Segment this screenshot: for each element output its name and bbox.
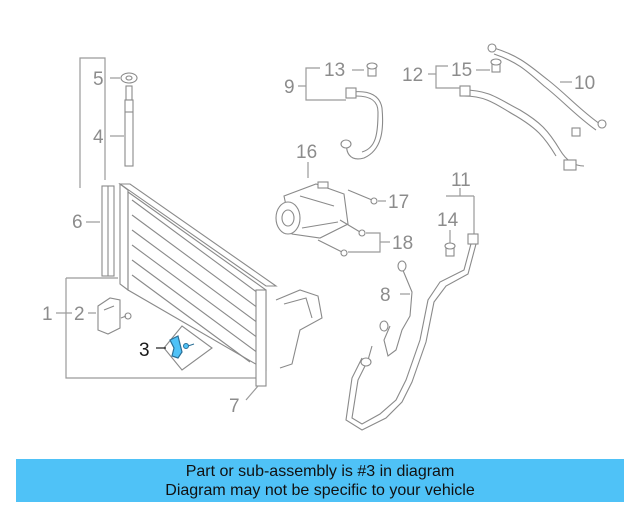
assembly-box-outline: [65, 277, 258, 379]
part-4-drier[interactable]: [124, 85, 134, 167]
callout-4[interactable]: 4: [93, 127, 104, 148]
part-3-fitting[interactable]: [169, 335, 183, 359]
callout-10[interactable]: 10: [574, 73, 595, 94]
condenser-core[interactable]: [118, 182, 323, 387]
part-3-highlighted[interactable]: [163, 325, 213, 371]
part-14-valve[interactable]: [444, 242, 456, 257]
callout-2[interactable]: 2: [74, 304, 85, 325]
part-13-valve[interactable]: [366, 62, 378, 77]
part-6-side-bracket[interactable]: [101, 185, 115, 277]
callout-9[interactable]: 9: [284, 77, 295, 98]
part-9-hose[interactable]: [340, 87, 384, 160]
drier-bracket-outline: [79, 57, 106, 188]
callout-15[interactable]: 15: [451, 60, 472, 81]
callout-16[interactable]: 16: [296, 142, 317, 163]
callout-14[interactable]: 14: [437, 210, 459, 231]
part-18-bolts[interactable]: [317, 219, 366, 257]
callout-11[interactable]: 11: [451, 170, 471, 191]
callout-13[interactable]: 13: [324, 60, 345, 81]
part-2-bracket[interactable]: [97, 297, 132, 335]
parts-diagram: 1 2 3 4 5 6 7 8 9 10 11 12 13 14 15 16 1…: [42, 43, 607, 431]
part-17-bolt[interactable]: [347, 189, 378, 205]
callout-3[interactable]: 3: [139, 340, 150, 361]
callout-6[interactable]: 6: [72, 212, 83, 233]
banner-line-2: Diagram may not be specific to your vehi…: [165, 481, 475, 499]
part-15-valve[interactable]: [490, 58, 502, 73]
banner-line-1: Part or sub-assembly is #3 in diagram: [185, 462, 455, 480]
callout-17[interactable]: 17: [388, 192, 409, 213]
callout-1[interactable]: 1: [42, 304, 53, 325]
callout-5[interactable]: 5: [93, 69, 104, 90]
callout-7[interactable]: 7: [229, 396, 240, 417]
part-8-pipe[interactable]: [345, 233, 479, 431]
info-banner: Part or sub-assembly is #3 in diagram Di…: [16, 459, 624, 502]
callout-18[interactable]: 18: [392, 233, 413, 254]
part-10-hose[interactable]: [459, 43, 607, 171]
callout-12[interactable]: 12: [402, 65, 423, 86]
part-5-cap[interactable]: [120, 72, 138, 84]
part-16-compressor[interactable]: [275, 181, 349, 239]
callout-8[interactable]: 8: [380, 285, 391, 306]
